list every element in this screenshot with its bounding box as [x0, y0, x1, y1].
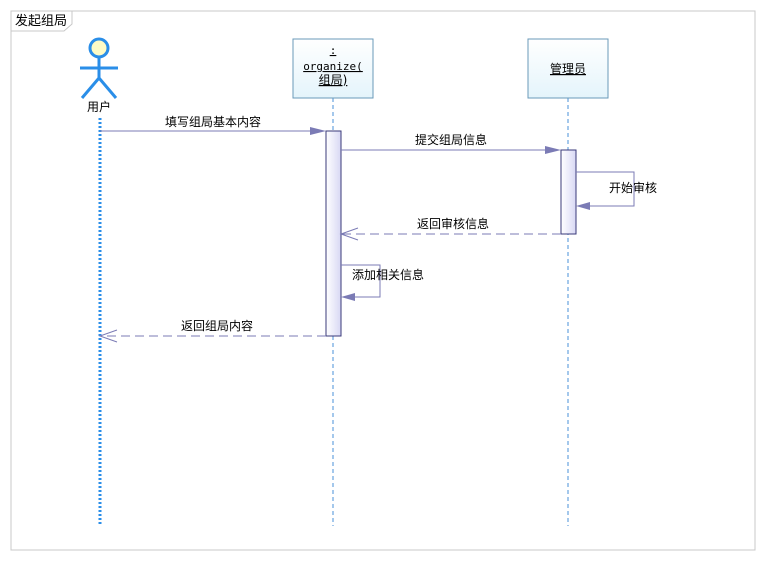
object-organize-box [292, 38, 374, 99]
object-organize-line2: organize( [303, 60, 363, 73]
message-add-related-info: 添加相关信息 [341, 264, 424, 301]
message-label: 返回组局内容 [181, 318, 253, 333]
activation-admin [560, 149, 577, 235]
arrowhead-filled [341, 293, 355, 301]
object-admin: 管理员 [527, 38, 609, 99]
frame-title: 发起组局 [15, 13, 67, 29]
object-organize-line3: 组局) [319, 73, 348, 87]
activation-organize [325, 130, 342, 337]
arrowhead-open [339, 227, 359, 241]
message-label: 提交组局信息 [415, 132, 487, 147]
message-fill-basic-content: 填写组局基本内容 [100, 114, 326, 135]
diagram-frame [10, 10, 756, 551]
actor-user: 用户 [80, 37, 118, 114]
message-label: 添加相关信息 [352, 267, 424, 282]
object-organize-line1: : [330, 44, 337, 57]
actor-right-leg [97, 77, 118, 99]
arrowhead-filled [545, 146, 561, 154]
actor-left-leg [80, 77, 101, 99]
message-return-content: 返回组局内容 [98, 318, 326, 343]
message-label: 返回审核信息 [417, 216, 489, 231]
message-return-review-info: 返回审核信息 [339, 216, 561, 241]
frame-title-tab [10, 10, 73, 32]
message-label: 开始审核 [609, 180, 657, 195]
arrowhead-open [98, 329, 118, 343]
message-label: 填写组局基本内容 [165, 114, 261, 129]
arrowhead-filled [576, 202, 590, 210]
self-message-path [576, 171, 635, 207]
message-start-review: 开始审核 [576, 171, 657, 210]
object-admin-box [527, 38, 609, 99]
arrowhead-filled [310, 127, 326, 135]
object-organize: : organize( 组局) [292, 38, 374, 99]
message-submit-info: 提交组局信息 [341, 132, 561, 154]
actor-head [88, 37, 110, 59]
self-message-path [341, 264, 381, 298]
object-admin-label: 管理员 [550, 61, 586, 76]
actor-user-label: 用户 [87, 99, 111, 114]
